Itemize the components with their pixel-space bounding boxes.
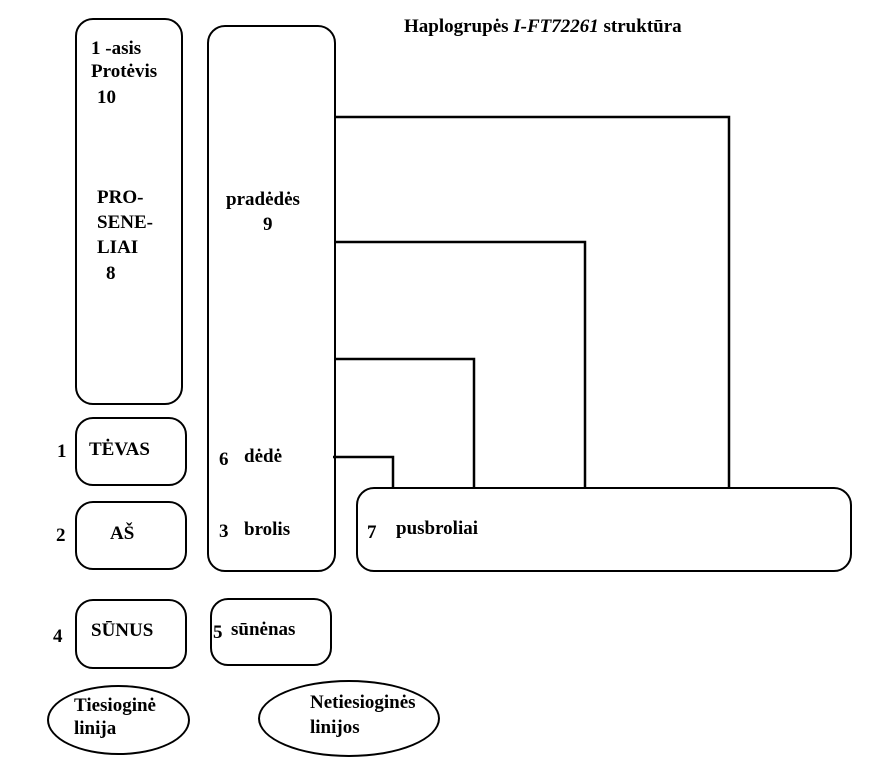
sunenas-number: 5: [213, 622, 223, 643]
connector-line: [336, 115, 731, 487]
tevas-box: [75, 417, 187, 486]
legend-indirect-ellipse: [258, 680, 440, 757]
legend-indirect-label: Netiesioginės: [310, 692, 416, 713]
prosenelia-number: 8: [106, 263, 116, 284]
sunenas-label: sūnėnas: [231, 619, 296, 640]
connector-line: [333, 455, 395, 487]
connector-line: [336, 357, 476, 487]
connector-line: [336, 240, 587, 487]
legend-indirect-label: linijos: [310, 717, 360, 738]
sunenas-box: [210, 598, 332, 666]
pradedes-number: 9: [263, 214, 273, 235]
collateral-box: [207, 25, 336, 572]
brolis-label: brolis: [244, 519, 291, 540]
prosenelia-label: LIAI: [97, 237, 139, 258]
pusbroliai-label: pusbroliai: [396, 518, 479, 539]
tevas-number: 1: [57, 441, 67, 462]
as-box: [75, 501, 187, 570]
brolis-number: 3: [219, 521, 229, 542]
ancestor-number: 10: [97, 87, 116, 108]
sunus-label: SŪNUS: [91, 620, 154, 641]
ancestor-label: Protėvis: [91, 61, 158, 82]
sunus-number: 4: [53, 626, 63, 647]
as-number: 2: [56, 525, 66, 546]
dede-number: 6: [219, 449, 229, 470]
diagram-title: Haplogrupės I-FT72261 struktūra: [404, 16, 682, 37]
pusbroliai-number: 7: [367, 522, 377, 543]
tevas-label: TĖVAS: [89, 439, 150, 460]
prosenelia-label: PRO-: [97, 187, 144, 208]
pusbroliai-box: [356, 487, 852, 572]
ancestor-label: 1 -asis: [91, 38, 142, 59]
sunus-box: [75, 599, 187, 669]
as-label: AŠ: [110, 523, 135, 544]
prosenelia-label: SENE-: [97, 212, 153, 233]
pradedes-label: pradėdės: [226, 189, 300, 210]
legend-direct-label: Tiesioginė: [74, 695, 156, 716]
legend-direct-label: linija: [74, 718, 117, 739]
legend-direct-ellipse: [47, 685, 190, 755]
dede-label: dėdė: [244, 446, 282, 467]
direct-ancestors-box: [75, 18, 183, 405]
